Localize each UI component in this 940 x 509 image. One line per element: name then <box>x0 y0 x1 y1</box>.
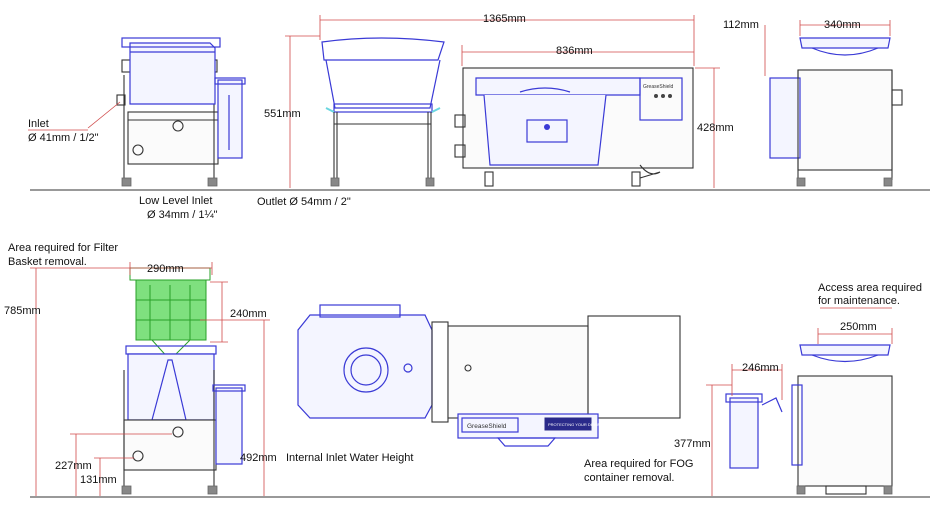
front-view-top <box>116 37 246 187</box>
brand-label-top: GreaseShield <box>643 84 674 90</box>
dim-240: 240mm <box>230 308 267 320</box>
top-dimensions <box>28 15 891 188</box>
dim-551: 551mm <box>264 108 301 120</box>
end-view-top <box>769 37 903 187</box>
bottom-dimensions <box>30 262 893 496</box>
dim-428: 428mm <box>697 122 734 134</box>
dim-340: 340mm <box>824 19 861 31</box>
front-view-bottom <box>121 345 246 495</box>
dim-112: 112mm <box>723 19 759 31</box>
dim-227: 227mm <box>55 460 92 472</box>
inlet-water-height-label: Internal Inlet Water Height <box>286 452 414 464</box>
dim-492: 492mm <box>240 452 277 464</box>
dim-1365: 1365mm <box>483 13 526 25</box>
filter-basket-view <box>129 267 211 361</box>
dim-246: 246mm <box>742 362 779 374</box>
plan-view: GreaseShield PROTECTING YOUR DRAINS <box>297 304 681 447</box>
long-side-view: GreaseShield <box>454 67 694 187</box>
fog-area-label-2: container removal. <box>584 472 675 484</box>
dim-377: 377mm <box>674 438 711 450</box>
access-area-label-1: Access area required <box>818 282 922 294</box>
inlet-size: Ø 41mm / 1/2" <box>28 132 99 144</box>
side-view-open-lid <box>321 37 445 187</box>
access-area-label-2: for maintenance. <box>818 295 900 307</box>
filter-area-label-2: Basket removal. <box>8 256 87 268</box>
fog-container-view <box>725 344 893 495</box>
outlet-label: Outlet Ø 54mm / 2" <box>257 196 351 208</box>
low-inlet-size: Ø 34mm / 1¼" <box>147 209 218 221</box>
dim-250: 250mm <box>840 321 877 333</box>
brand-label-plan: GreaseShield <box>467 423 507 430</box>
dim-131: 131mm <box>80 474 117 486</box>
dim-785: 785mm <box>4 305 41 317</box>
inlet-label: Inlet <box>28 118 49 130</box>
dim-836: 836mm <box>556 45 593 57</box>
low-inlet-label: Low Level Inlet <box>139 195 213 207</box>
sticker-label: PROTECTING YOUR DRAINS <box>548 422 603 427</box>
filter-area-label-1: Area required for Filter <box>8 242 119 254</box>
dim-290: 290mm <box>147 263 184 275</box>
fog-area-label-1: Area required for FOG <box>584 458 694 470</box>
